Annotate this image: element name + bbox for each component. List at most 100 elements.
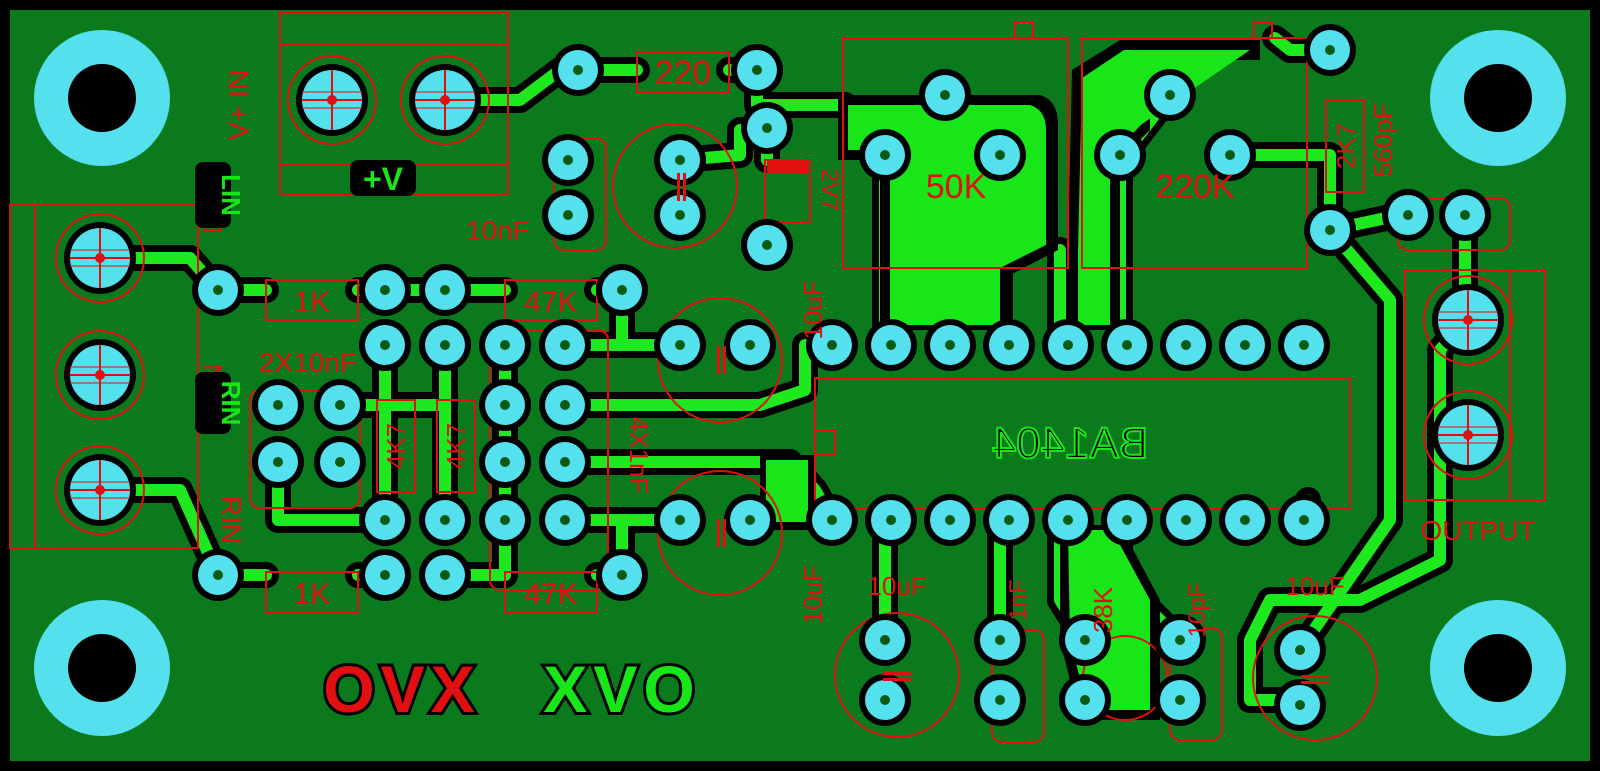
copper-rin: RIN — [216, 381, 246, 426]
mounting-hole-icon — [34, 30, 170, 166]
label-10uf-c: 10uF — [867, 571, 926, 601]
solder-pad-icon — [1101, 319, 1153, 371]
solder-pad-icon — [252, 379, 304, 431]
screw-terminal-icon — [287, 55, 377, 145]
solder-pad-icon — [479, 494, 531, 546]
solder-pad-icon — [419, 494, 471, 546]
solder-pad-icon — [1274, 679, 1326, 731]
solder-pad-icon — [974, 129, 1026, 181]
label-rin-lower: RIN — [216, 496, 247, 544]
solder-pad-icon — [359, 264, 411, 316]
solder-pad-icon — [1094, 129, 1146, 181]
copper-lin: LIN — [216, 174, 246, 216]
solder-pad-icon — [252, 436, 304, 488]
solder-pad-icon — [479, 319, 531, 371]
solder-pad-icon — [552, 44, 604, 96]
ic-label: BA1404 — [992, 419, 1149, 468]
solder-pad-icon — [1382, 189, 1434, 241]
capacitor-polarity-mark — [883, 672, 911, 681]
silkscreen-text: V+ IN LIN RIN RIN OUTPUT 220 10nF 2V7 50… — [197, 54, 1536, 637]
label-2k7: 2K7 — [1331, 123, 1361, 169]
screw-terminal-icon — [1423, 390, 1513, 480]
solder-pad-icon — [314, 379, 366, 431]
solder-pad-icon — [542, 134, 594, 186]
solder-pad-icon — [731, 44, 783, 96]
solder-pad-icon — [419, 549, 471, 601]
capacitor-polarity-mark — [677, 173, 686, 201]
logo-green: XVO — [543, 652, 700, 726]
solder-pad-icon — [1042, 319, 1094, 371]
solder-pad-icon — [1219, 319, 1271, 371]
solder-pad-icon — [479, 436, 531, 488]
label-4k7-a: 4K7 — [381, 423, 411, 469]
label-2x10nf: 2X10nF — [259, 347, 357, 378]
solder-pad-icon — [865, 319, 917, 371]
label-50k: 50K — [926, 168, 987, 206]
solder-pad-icon — [654, 494, 706, 546]
solder-pad-icon — [806, 494, 858, 546]
label-2v7: 2V7 — [816, 169, 843, 212]
solder-pad-icon — [542, 189, 594, 241]
solder-pad-icon — [859, 129, 911, 181]
solder-pad-icon — [1154, 614, 1206, 666]
solder-pad-icon — [1204, 129, 1256, 181]
solder-pad-icon — [479, 379, 531, 431]
solder-pad-icon — [596, 264, 648, 316]
solder-pad-icon — [539, 436, 591, 488]
solder-pad-icon — [1101, 494, 1153, 546]
label-4k7-b: 4K7 — [441, 423, 471, 469]
solder-pad-icon — [419, 319, 471, 371]
solder-pad-icon — [419, 264, 471, 316]
label-10uf-d: 10uF — [1285, 571, 1344, 601]
label-1k-top: 1K — [294, 286, 331, 319]
solder-pad-icon — [192, 264, 244, 316]
solder-pad-icon — [359, 549, 411, 601]
capacitor-polarity-mark — [717, 519, 726, 547]
solder-pad-icon — [741, 102, 793, 154]
screw-terminal-icon — [400, 55, 490, 145]
screw-terminal-icon — [55, 330, 145, 420]
solder-pad-icon — [1278, 494, 1330, 546]
screw-terminal-icon — [1423, 275, 1513, 365]
label-10uf-a: 10uF — [798, 280, 828, 339]
label-4x1nf: 4X1nF — [624, 417, 654, 494]
solder-pad-icon — [314, 436, 366, 488]
solder-pad-icon — [1059, 674, 1111, 726]
copper-text: +V LIN RIN — [195, 160, 416, 434]
capacitor-polarity-mark — [1301, 675, 1329, 684]
solder-pad-icon — [1304, 24, 1356, 76]
label-10pf: 10pF — [1184, 583, 1211, 638]
mounting-hole-icon — [1430, 600, 1566, 736]
label-220: 220 — [655, 54, 712, 92]
solder-pad-icon — [806, 319, 858, 371]
capacitor-polarity-mark — [717, 346, 726, 374]
copper-plus-v: +V — [363, 161, 404, 197]
solder-pad-icon — [924, 494, 976, 546]
solder-pad-icon — [359, 319, 411, 371]
solder-pad-icon — [983, 319, 1035, 371]
solder-pad-icon — [1219, 494, 1271, 546]
screw-terminal-icon — [55, 213, 145, 303]
solder-pad-icon — [1160, 494, 1212, 546]
label-10nf: 10nF — [466, 215, 530, 246]
solder-pad-icon — [919, 69, 971, 121]
solder-pad-icon — [1304, 204, 1356, 256]
label-220k: 220K — [1155, 168, 1235, 206]
solder-pad-icon — [1439, 189, 1491, 241]
mounting-hole-icon — [1430, 30, 1566, 166]
label-560pf: 560pF — [1368, 103, 1398, 177]
solder-pad-icon — [539, 379, 591, 431]
solder-pad-icon — [596, 549, 648, 601]
screw-terminals — [55, 55, 1513, 535]
label-vin: V+ IN — [223, 70, 254, 141]
zener-band — [767, 160, 808, 174]
label-1nf: 1nF — [1005, 579, 1032, 620]
solder-pad-icon — [359, 494, 411, 546]
label-output: OUTPUT — [1420, 515, 1535, 546]
solder-pad-icon — [1059, 614, 1111, 666]
solder-pads — [192, 24, 1491, 731]
solder-pad-icon — [724, 494, 776, 546]
label-47k-top: 47K — [524, 286, 577, 319]
solder-pad-icon — [654, 134, 706, 186]
